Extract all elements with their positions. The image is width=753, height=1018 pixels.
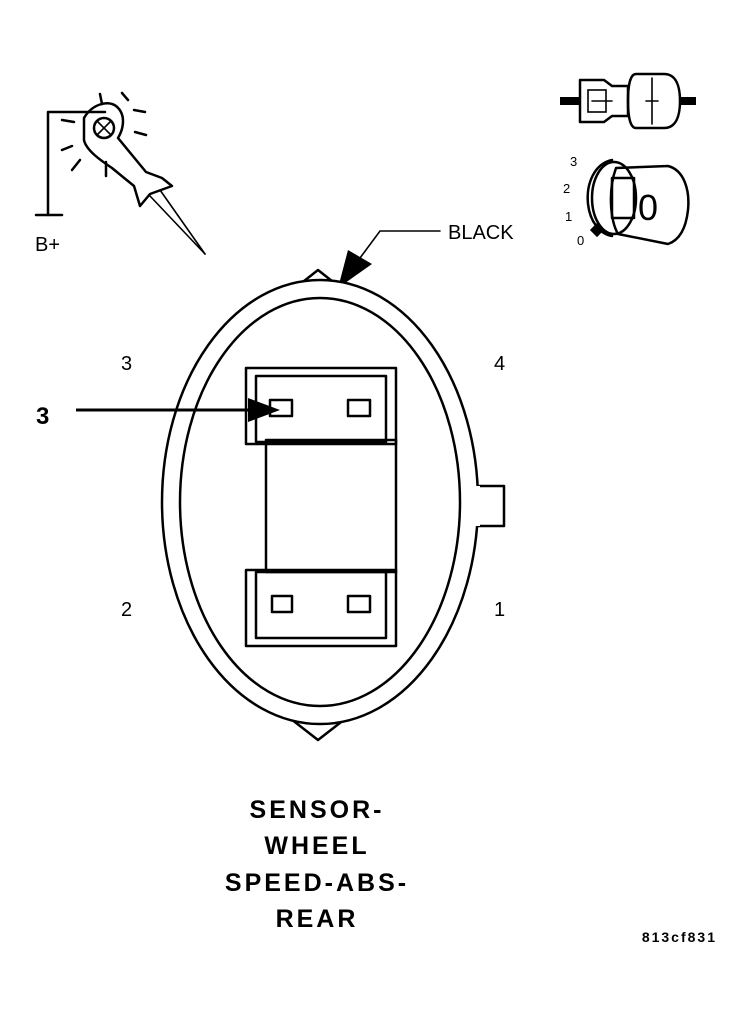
pin-label-4: 4 — [494, 353, 505, 375]
diagram-title: SENSOR- WHEEL SPEED-ABS- REAR — [225, 796, 409, 933]
probe-lead-wire — [46, 110, 107, 217]
pin-label-2: 2 — [121, 599, 132, 621]
pin-cavity-4 — [346, 398, 372, 418]
light-rays-icon — [60, 91, 148, 178]
figure-code: 813cf831 — [642, 929, 717, 945]
test-light-probe: B+ — [34, 91, 206, 256]
color-callout: BLACK — [338, 222, 514, 288]
title-line-3: SPEED-ABS- — [225, 869, 409, 897]
connector-icon — [560, 72, 696, 130]
connector-inner-shell — [178, 296, 462, 708]
pin-cavity-1 — [346, 594, 372, 614]
pin-label-3: 3 — [121, 353, 132, 375]
dial-mark-0: 0 — [577, 233, 584, 248]
dial-mark-2: 2 — [563, 181, 570, 196]
pin-cavity-2 — [270, 594, 294, 614]
b-plus-label: B+ — [35, 234, 60, 256]
title-line-1: SENSOR- — [250, 796, 385, 824]
sensor-connector-face — [160, 268, 506, 742]
probe-needle — [149, 195, 206, 255]
probe-bulb-icon — [92, 116, 116, 140]
title-line-2: WHEEL — [264, 832, 369, 860]
dial-mark-1: 1 — [565, 209, 572, 224]
color-label: BLACK — [448, 222, 514, 244]
terminal-block-top — [244, 366, 398, 446]
pin-label-1: 1 — [494, 599, 505, 621]
title-line-4: REAR — [276, 905, 359, 933]
terminal-block-bottom — [244, 568, 398, 648]
callout-number: 3 — [36, 403, 49, 430]
side-latch — [476, 484, 506, 528]
dial-mark-3: 3 — [570, 154, 577, 169]
meter-display-value: 0 — [638, 187, 658, 228]
meter-dial-icon: 3 2 1 0 0 — [563, 154, 690, 248]
probe-body-icon — [82, 102, 174, 208]
connector-outer-shell — [160, 278, 480, 726]
pin-callout-arrow: 3 — [36, 398, 280, 430]
